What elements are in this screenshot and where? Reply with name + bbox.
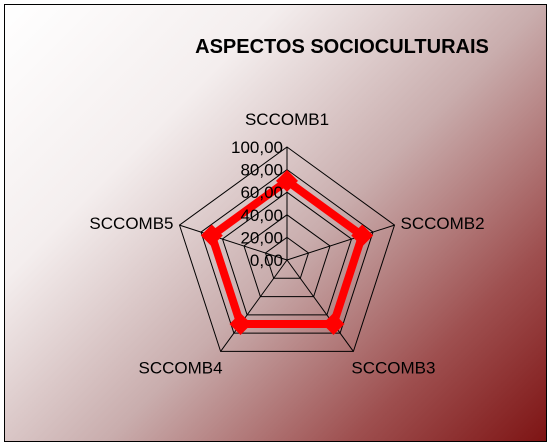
series-marker (276, 169, 298, 192)
category-label: SCCOMB1 (245, 110, 329, 129)
grid-ring (243, 214, 331, 298)
grid-spoke (220, 259, 288, 352)
series-marker (322, 312, 345, 335)
grid-ring (264, 236, 310, 279)
grid-spoke (179, 224, 288, 261)
category-label: SCCOMB3 (351, 358, 435, 377)
radial-tick-label: 80,00 (240, 161, 283, 180)
category-label: SCCOMB2 (401, 214, 485, 233)
category-label: SCCOMB4 (139, 358, 223, 377)
radar-series (200, 169, 374, 335)
radar-tick-labels: 0,00 20,00 40,00 60,00 80,00 100,00 (231, 138, 283, 270)
grid-ring (178, 146, 396, 352)
category-label: SCCOMB5 (89, 214, 173, 233)
radar-grid (178, 146, 396, 352)
grid-spoke (286, 224, 395, 261)
radial-tick-label: 0,00 (250, 251, 283, 270)
radial-tick-label: 40,00 (240, 206, 283, 225)
radial-tick-label: 100,00 (231, 138, 283, 157)
chart-title: ASPECTOS SOCIOCULTURAIS (195, 36, 489, 58)
series-marker (200, 224, 223, 247)
radial-tick-label: 60,00 (240, 183, 283, 202)
radial-tick-label: 20,00 (240, 228, 283, 247)
series-marker (351, 224, 374, 247)
series-line (207, 176, 367, 328)
grid-ring (200, 168, 374, 334)
series-marker (229, 312, 252, 335)
grid-ring (221, 191, 353, 316)
grid-spoke (286, 259, 354, 352)
